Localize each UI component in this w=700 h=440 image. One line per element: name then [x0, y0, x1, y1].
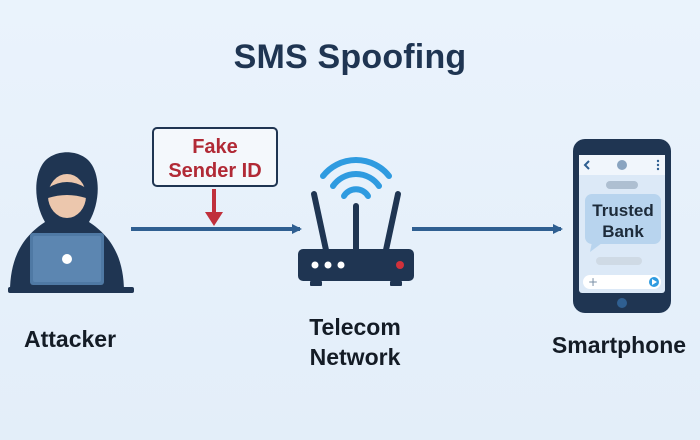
fake-box-line2: Sender ID: [168, 160, 262, 182]
fake-sender-arrowhead: [205, 212, 223, 226]
network-label-line2: Network: [309, 344, 401, 370]
fake-sender-id-box: Fake Sender ID: [152, 127, 278, 187]
message-bubble-text: Trusted Bank: [585, 200, 661, 242]
attacker-label: Attacker: [23, 326, 117, 352]
hooded-hacker-icon: [8, 152, 134, 293]
page-title: SMS Spoofing: [233, 38, 467, 76]
svg-text:+: +: [588, 275, 598, 289]
smartphone-label: Smartphone: [551, 332, 687, 358]
bubble-line1: Trusted: [592, 201, 654, 220]
wifi-router-icon: [298, 157, 414, 286]
network-label: Telecom Network: [275, 312, 435, 372]
network-label-line1: Telecom: [309, 314, 401, 340]
smartphone-icon: +: [573, 139, 671, 313]
bubble-line2: Bank: [602, 222, 644, 241]
message-bubble: [585, 194, 661, 244]
fake-box-line1: Fake: [192, 136, 238, 158]
